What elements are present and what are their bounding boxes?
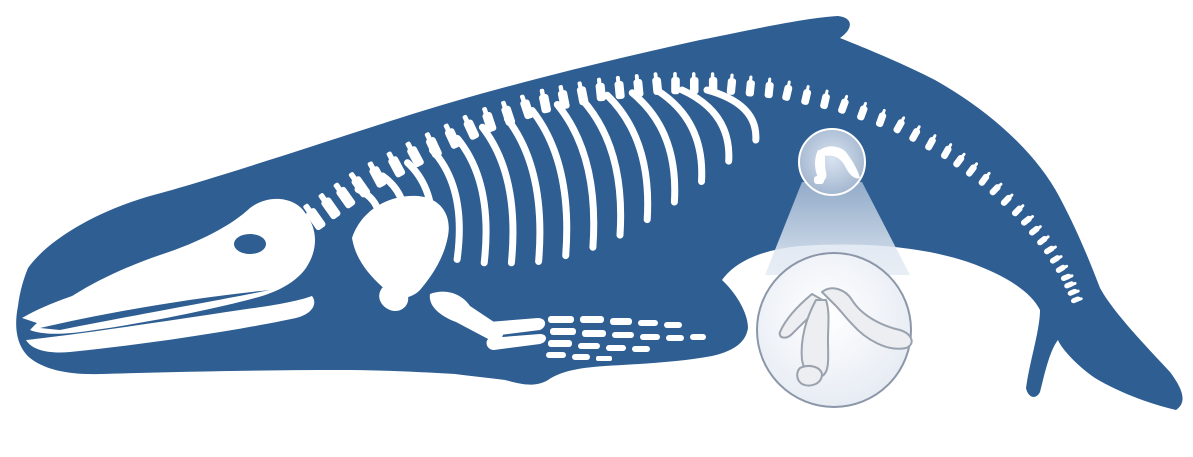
magnifier-lens-small (799, 129, 865, 195)
eye-socket (234, 234, 266, 254)
whale-body (16, 16, 1182, 410)
